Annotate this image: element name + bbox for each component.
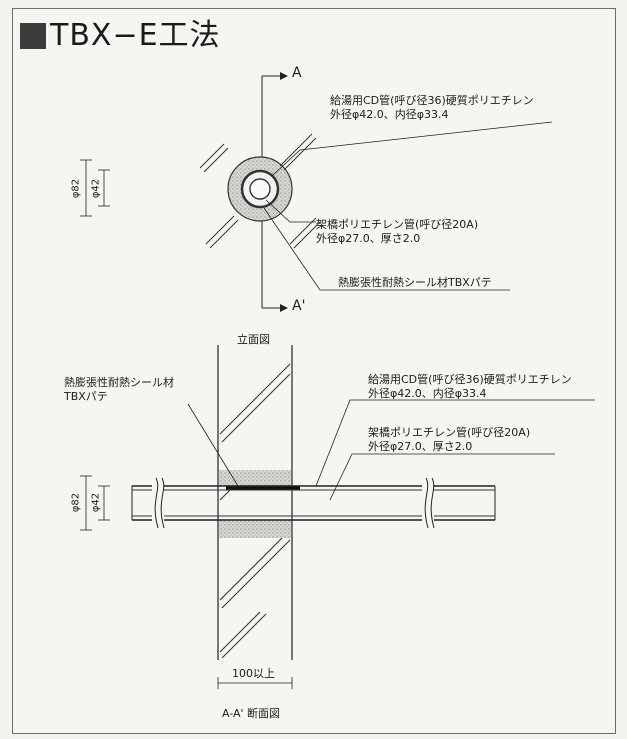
sec-dim-wall: 100以上 [232, 667, 275, 680]
axis-label-a: A [292, 65, 302, 81]
sec-caption: A-A' 断面図 [222, 707, 281, 720]
sec-dim-42: φ42 [90, 492, 102, 513]
sealant-top [219, 470, 291, 486]
elev-label-cd-pipe-2: 外径φ42.0、内径φ33.4 [330, 108, 449, 121]
page-title: TBX−E工法 [20, 18, 221, 54]
leader-pe-pipe-section [329, 453, 555, 501]
axis-label-a-prime: A' [292, 298, 306, 314]
leader-cd-pipe [271, 121, 553, 177]
page-frame [12, 8, 616, 734]
elev-dim-42: φ42 [90, 178, 102, 199]
sec-label-cd-pipe-2: 外径φ42.0、内径φ33.4 [368, 387, 487, 400]
section-view [80, 345, 595, 689]
elev-label-cd-pipe-1: 給湯用CD管(呼び径36)硬質ポリエチレン [330, 94, 534, 107]
elev-caption: 立面図 [237, 333, 270, 346]
break-mark-right-icon [422, 477, 435, 529]
sec-label-sealant-1: 熱膨張性耐熱シール材 [64, 376, 174, 389]
pe-pipe-ring [249, 178, 271, 200]
elevation-view [80, 72, 553, 312]
title-square-icon [20, 23, 46, 49]
arrow-a-icon [280, 72, 288, 80]
elev-label-sealant: 熱膨張性耐熱シール材TBXパテ [338, 276, 492, 289]
sec-label-cd-pipe-1: 給湯用CD管(呼び径36)硬質ポリエチレン [368, 373, 572, 386]
elev-label-pe-pipe-2: 外径φ27.0、厚さ2.0 [316, 232, 421, 245]
leader-sealant-section [187, 403, 239, 487]
leader-cd-pipe-section [315, 399, 595, 487]
leader-sealant [263, 207, 510, 291]
sec-label-pe-pipe-2: 外径φ27.0、厚さ2.0 [368, 440, 473, 453]
title-text: TBX−E工法 [50, 18, 221, 53]
elev-dim-82: φ82 [70, 178, 82, 199]
sec-label-sealant-2: TBXパテ [64, 390, 108, 403]
sealant-bottom [219, 520, 291, 538]
arrow-a-prime-icon [280, 304, 288, 312]
leader-pe-pipe [265, 199, 316, 223]
elev-label-pe-pipe-1: 架橋ポリエチレン管(呼び径20A) [316, 218, 479, 231]
sec-dim-82: φ82 [70, 492, 82, 513]
sec-label-pe-pipe-1: 架橋ポリエチレン管(呼び径20A) [368, 426, 531, 439]
break-mark-left-icon [152, 477, 165, 529]
